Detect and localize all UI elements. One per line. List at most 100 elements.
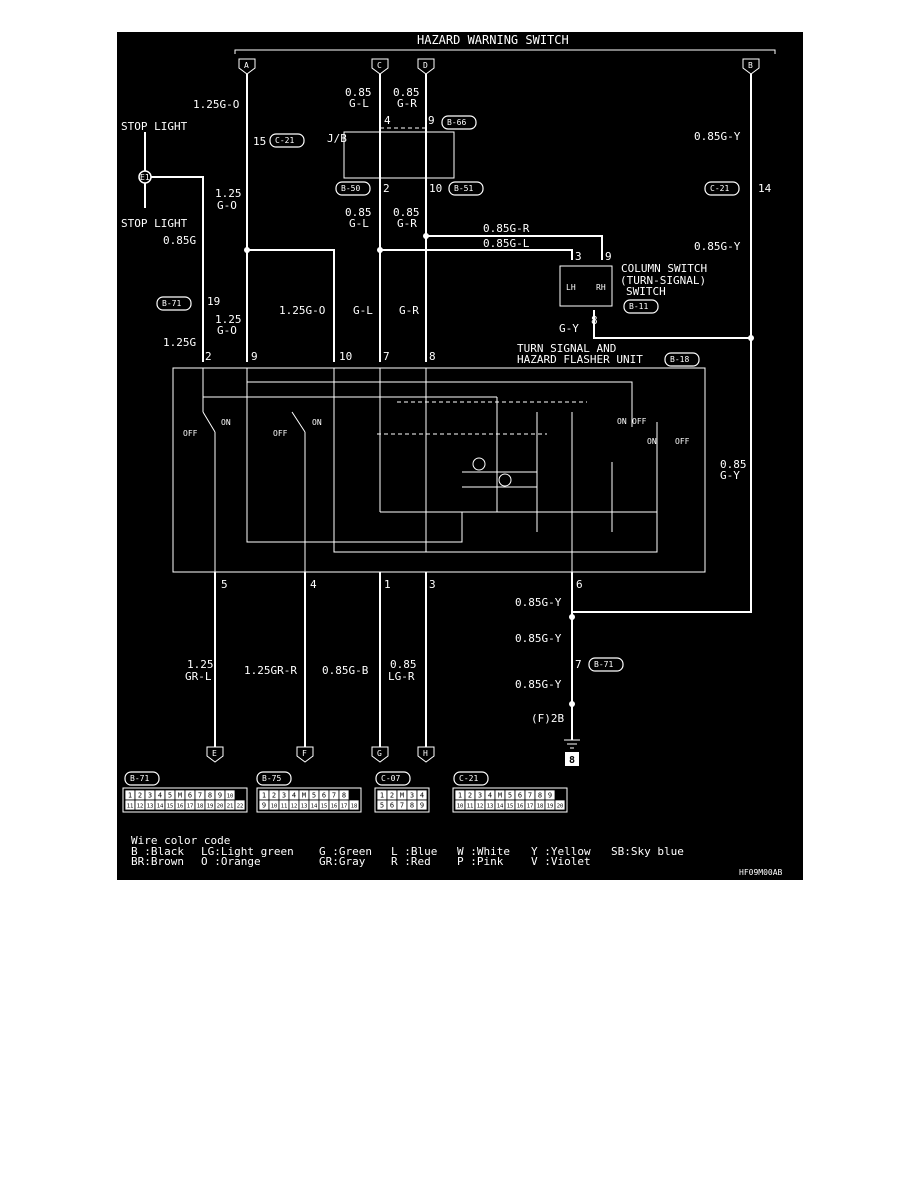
svg-text:2: 2 — [383, 182, 390, 195]
pin-cell: 5 — [312, 792, 316, 800]
svg-text:ON: ON — [617, 417, 627, 426]
svg-text:4: 4 — [310, 578, 317, 591]
diagram-title: HAZARD WARNING SWITCH — [417, 33, 569, 47]
pin-cell: 6 — [518, 792, 522, 800]
svg-text:OFF: OFF — [675, 437, 690, 446]
svg-text:9: 9 — [251, 350, 258, 363]
legend-v: V :Violet — [531, 855, 591, 868]
svg-text:ON: ON — [647, 437, 657, 446]
svg-text:15: 15 — [253, 135, 266, 148]
svg-text:1.25: 1.25 — [215, 187, 242, 200]
legend-br: BR:Brown — [131, 855, 184, 868]
legend-l: L :Blue — [391, 845, 437, 858]
pin-cell: 18 — [351, 804, 358, 810]
pin-cell: 8 — [538, 792, 542, 800]
svg-text:OFF: OFF — [183, 429, 198, 438]
pin-cell: 19 — [547, 804, 554, 810]
legend-lg: LG:Light green — [201, 845, 294, 858]
pin-cell: 1 — [380, 792, 384, 800]
svg-text:9: 9 — [605, 250, 612, 263]
pin-cell: 2 — [272, 792, 276, 800]
pin-cell: 2 — [390, 792, 394, 800]
svg-text:0.85G-L: 0.85G-L — [483, 237, 530, 250]
pin-cell: 7 — [528, 792, 532, 800]
svg-text:0.85: 0.85 — [393, 206, 420, 219]
wiring-diagram-svg: HAZARD WARNING SWITCH A C D B — [121, 33, 783, 877]
table-b75-title: B-75 — [262, 774, 281, 783]
svg-text:7: 7 — [575, 658, 582, 671]
table-c07-title: C-07 — [381, 774, 400, 783]
pin-cell: 20 — [557, 804, 564, 810]
pin-cell: 9 — [420, 802, 424, 810]
legend-sb: SB:Sky blue — [611, 845, 684, 858]
pin-cell: 7 — [198, 792, 202, 800]
pin-cell: 9 — [548, 792, 552, 800]
ground-symbol: 8 — [564, 739, 580, 766]
svg-text:0.85G-R: 0.85G-R — [483, 222, 530, 235]
svg-text:C-21: C-21 — [275, 136, 294, 145]
svg-text:1.25: 1.25 — [187, 658, 214, 671]
svg-text:(TURN-SIGNAL): (TURN-SIGNAL) — [620, 274, 706, 287]
svg-text:RH: RH — [596, 283, 606, 292]
pin-cell: M — [498, 792, 502, 800]
stop-light-junction: E1 — [138, 170, 152, 184]
pin-cell: 13 — [487, 804, 494, 810]
stop-light-label-top: STOP LIGHT — [121, 120, 188, 133]
svg-text:7: 7 — [383, 350, 390, 363]
pin-cell: 10 — [227, 794, 234, 800]
pin-cell: 3 — [478, 792, 482, 800]
svg-text:0.85G-Y: 0.85G-Y — [515, 596, 562, 609]
svg-text:14: 14 — [758, 182, 772, 195]
svg-text:G-L: G-L — [349, 97, 369, 110]
pin-cell: 12 — [137, 804, 144, 810]
pin-cell: 4 — [292, 792, 296, 800]
connector-g: G — [371, 746, 389, 763]
svg-text:B: B — [748, 61, 753, 70]
pin-cell: 17 — [527, 804, 534, 810]
svg-text:0.85G-Y: 0.85G-Y — [694, 130, 741, 143]
pin-cell: 17 — [341, 804, 348, 810]
connector-a: A — [238, 58, 256, 75]
pin-cell: 14 — [311, 804, 318, 810]
connector-f: F — [296, 746, 314, 763]
ref-tag-b71-bottom: B-71 — [588, 657, 624, 672]
svg-text:10: 10 — [339, 350, 352, 363]
svg-text:0.85: 0.85 — [345, 86, 372, 99]
pin-cell: 6 — [322, 792, 326, 800]
svg-text:F: F — [302, 749, 307, 758]
pin-cell: 12 — [477, 804, 484, 810]
title-bracket — [234, 49, 776, 54]
pin-cell: 11 — [467, 804, 474, 810]
legend-w: W :White — [457, 845, 510, 858]
svg-text:2: 2 — [205, 350, 212, 363]
pin-cell: 3 — [410, 792, 414, 800]
pin-cell: 14 — [497, 804, 504, 810]
svg-text:G-R: G-R — [399, 304, 419, 317]
footer-code: HF09M00AB — [739, 868, 783, 877]
ref-tag-b66: B-66 — [441, 115, 477, 130]
pin-cell: 12 — [291, 804, 298, 810]
pin-cell: M — [302, 792, 306, 800]
svg-text:GR-L: GR-L — [185, 670, 212, 683]
ref-tag-b51: B-51 — [448, 181, 484, 196]
svg-text:C: C — [377, 61, 382, 70]
svg-text:0.85: 0.85 — [720, 458, 747, 471]
svg-text:A: A — [244, 61, 249, 70]
pin-cell: 5 — [380, 802, 384, 810]
connector-e: E — [206, 746, 224, 763]
svg-text:ON: ON — [312, 418, 322, 427]
svg-text:B-11: B-11 — [629, 302, 648, 311]
stop-light-label-bottom: STOP LIGHT — [121, 217, 188, 230]
svg-text:G-L: G-L — [349, 217, 369, 230]
wiring-diagram: HAZARD WARNING SWITCH A C D B — [117, 32, 803, 880]
pin-cell: 1 — [128, 792, 132, 800]
pin-cell: 8 — [342, 792, 346, 800]
svg-text:1.25: 1.25 — [215, 313, 242, 326]
pin-cell: 2 — [468, 792, 472, 800]
pin-cell: 4 — [420, 792, 424, 800]
pin-cell: 1 — [458, 792, 462, 800]
pin-cell: 11 — [281, 804, 288, 810]
